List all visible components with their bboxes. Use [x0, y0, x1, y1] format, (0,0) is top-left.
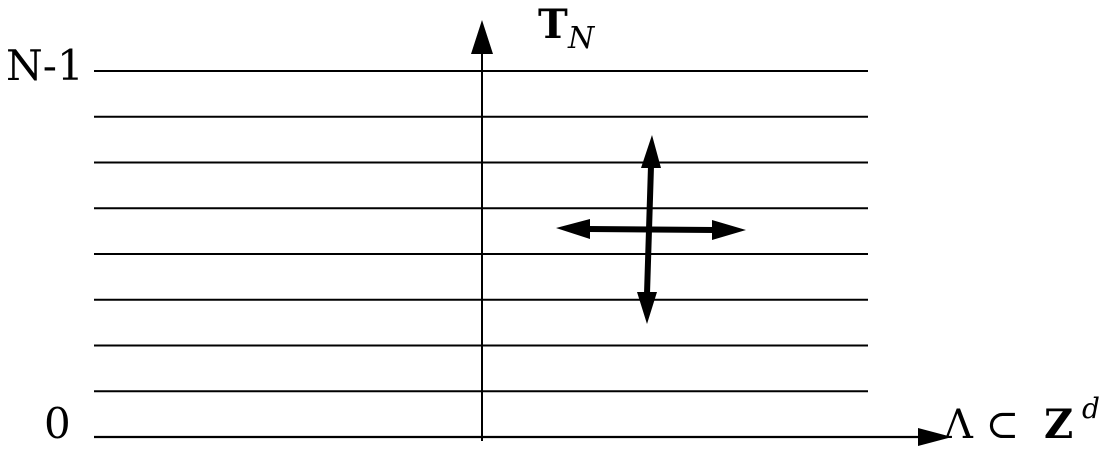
horizontal-axis	[94, 428, 952, 446]
neighbor-arrows	[556, 135, 746, 324]
down-arrowhead	[637, 292, 657, 324]
bottom-level-label: 0	[44, 399, 71, 448]
vertical-neighbor-arrow	[644, 165, 654, 295]
vertical-axis	[471, 20, 493, 441]
vertical-axis-label-sub: N	[567, 21, 596, 56]
top-level-label: N-1	[6, 41, 84, 90]
horizontal-axis-label: Λ ⊂ Z d	[943, 392, 1100, 448]
horizontal-axis-arrowhead	[918, 428, 952, 446]
right-arrowhead	[712, 220, 746, 240]
vertical-axis-label-main: T	[538, 1, 568, 48]
vertical-axis-label: T N	[538, 1, 596, 56]
up-arrowhead	[641, 135, 661, 168]
horizontal-axis-label-lambda: Λ ⊂	[943, 402, 1019, 448]
vertical-axis-arrowhead	[471, 20, 493, 54]
horizontal-axis-label-Z: Z	[1044, 401, 1073, 448]
horizontal-axis-label-superscript: d	[1082, 392, 1100, 425]
left-arrowhead	[556, 219, 590, 239]
